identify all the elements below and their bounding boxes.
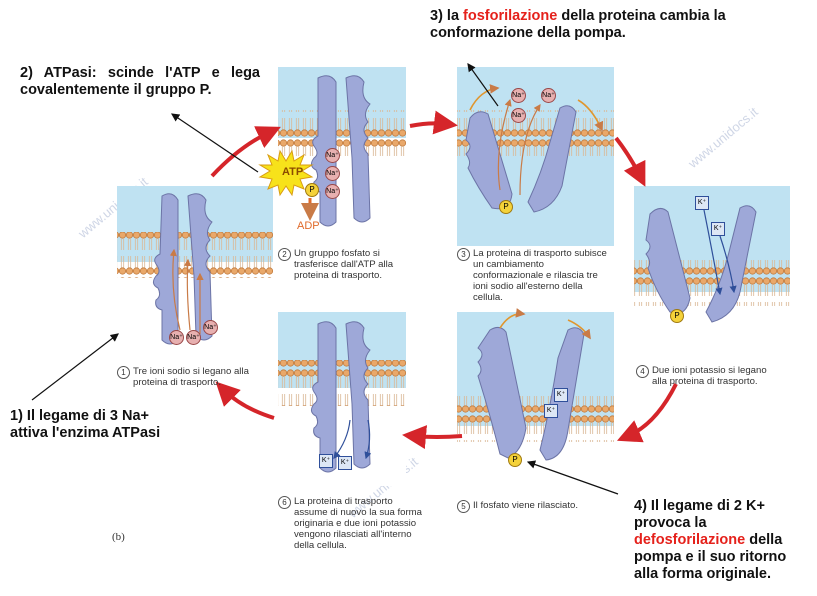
sodium-ion-icon: Na⁺ bbox=[169, 330, 184, 345]
sodium-ion-icon: Na⁺ bbox=[325, 148, 340, 163]
sodium-ion-icon: Na⁺ bbox=[511, 108, 526, 123]
potassium-ion-icon: K⁺ bbox=[554, 388, 568, 402]
potassium-ion-icon: K⁺ bbox=[338, 456, 352, 470]
phosphate-icon: P bbox=[670, 309, 684, 323]
annotation-step-4-text: 4) Il legame di 2 K+ provoca la bbox=[634, 498, 765, 531]
phosphate-icon: P bbox=[499, 200, 513, 214]
caption-text: Un gruppo fosfato si trasferisce dall'AT… bbox=[294, 248, 412, 281]
step-number-badge: 1 bbox=[117, 366, 130, 379]
annotation-step-3-highlight: fosforilazione bbox=[463, 8, 557, 24]
step-number-badge: 3 bbox=[457, 248, 470, 261]
sodium-ion-icon: Na⁺ bbox=[186, 330, 201, 345]
annotation-step-3: 3) la fosforilazione della proteina camb… bbox=[430, 8, 810, 42]
sodium-ion-icon: Na⁺ bbox=[325, 166, 340, 181]
figure-tag: (b) bbox=[112, 531, 125, 543]
step-number-badge: 4 bbox=[636, 365, 649, 378]
phosphate-icon: P bbox=[305, 183, 319, 197]
sodium-ion-icon: Na⁺ bbox=[203, 320, 218, 335]
step-number-badge: 6 bbox=[278, 496, 291, 509]
caption-text: Il fosfato viene rilasciato. bbox=[473, 500, 613, 511]
panel-step-4 bbox=[634, 186, 790, 362]
caption-text: Due ioni potassio si legano alla protein… bbox=[652, 365, 777, 387]
panel-step-5 bbox=[457, 312, 614, 472]
potassium-ion-icon: K⁺ bbox=[695, 196, 709, 210]
step-number-badge: 5 bbox=[457, 500, 470, 513]
atp-label: ATP bbox=[282, 166, 303, 178]
caption-text: La proteina di trasporto subisce un camb… bbox=[473, 248, 611, 303]
annotation-step-2: 2) ATPasi: scinde l'ATP e lega covalente… bbox=[20, 65, 260, 99]
annotation-step-1: 1) Il legame di 3 Na+ attiva l'enzima AT… bbox=[10, 408, 170, 442]
annotation-step-4-highlight: defosforilazione bbox=[634, 532, 745, 548]
annotation-step-3-text: 3) la bbox=[430, 8, 463, 24]
adp-label: ADP bbox=[297, 220, 320, 232]
caption-text: Tre ioni sodio si legano alla proteina d… bbox=[133, 366, 273, 388]
panel-step-3 bbox=[457, 67, 614, 246]
sodium-ion-icon: Na⁺ bbox=[325, 184, 340, 199]
step-number-badge: 2 bbox=[278, 248, 291, 261]
sodium-ion-icon: Na⁺ bbox=[541, 88, 556, 103]
sodium-ion-icon: Na⁺ bbox=[511, 88, 526, 103]
phosphate-icon: P bbox=[508, 453, 522, 467]
potassium-ion-icon: K⁺ bbox=[319, 454, 333, 468]
annotation-step-4: 4) Il legame di 2 K+ provoca la defosfor… bbox=[634, 498, 814, 583]
potassium-ion-icon: K⁺ bbox=[544, 404, 558, 418]
potassium-ion-icon: K⁺ bbox=[711, 222, 725, 236]
caption-text: La proteina di trasporto assume di nuovo… bbox=[294, 496, 422, 551]
